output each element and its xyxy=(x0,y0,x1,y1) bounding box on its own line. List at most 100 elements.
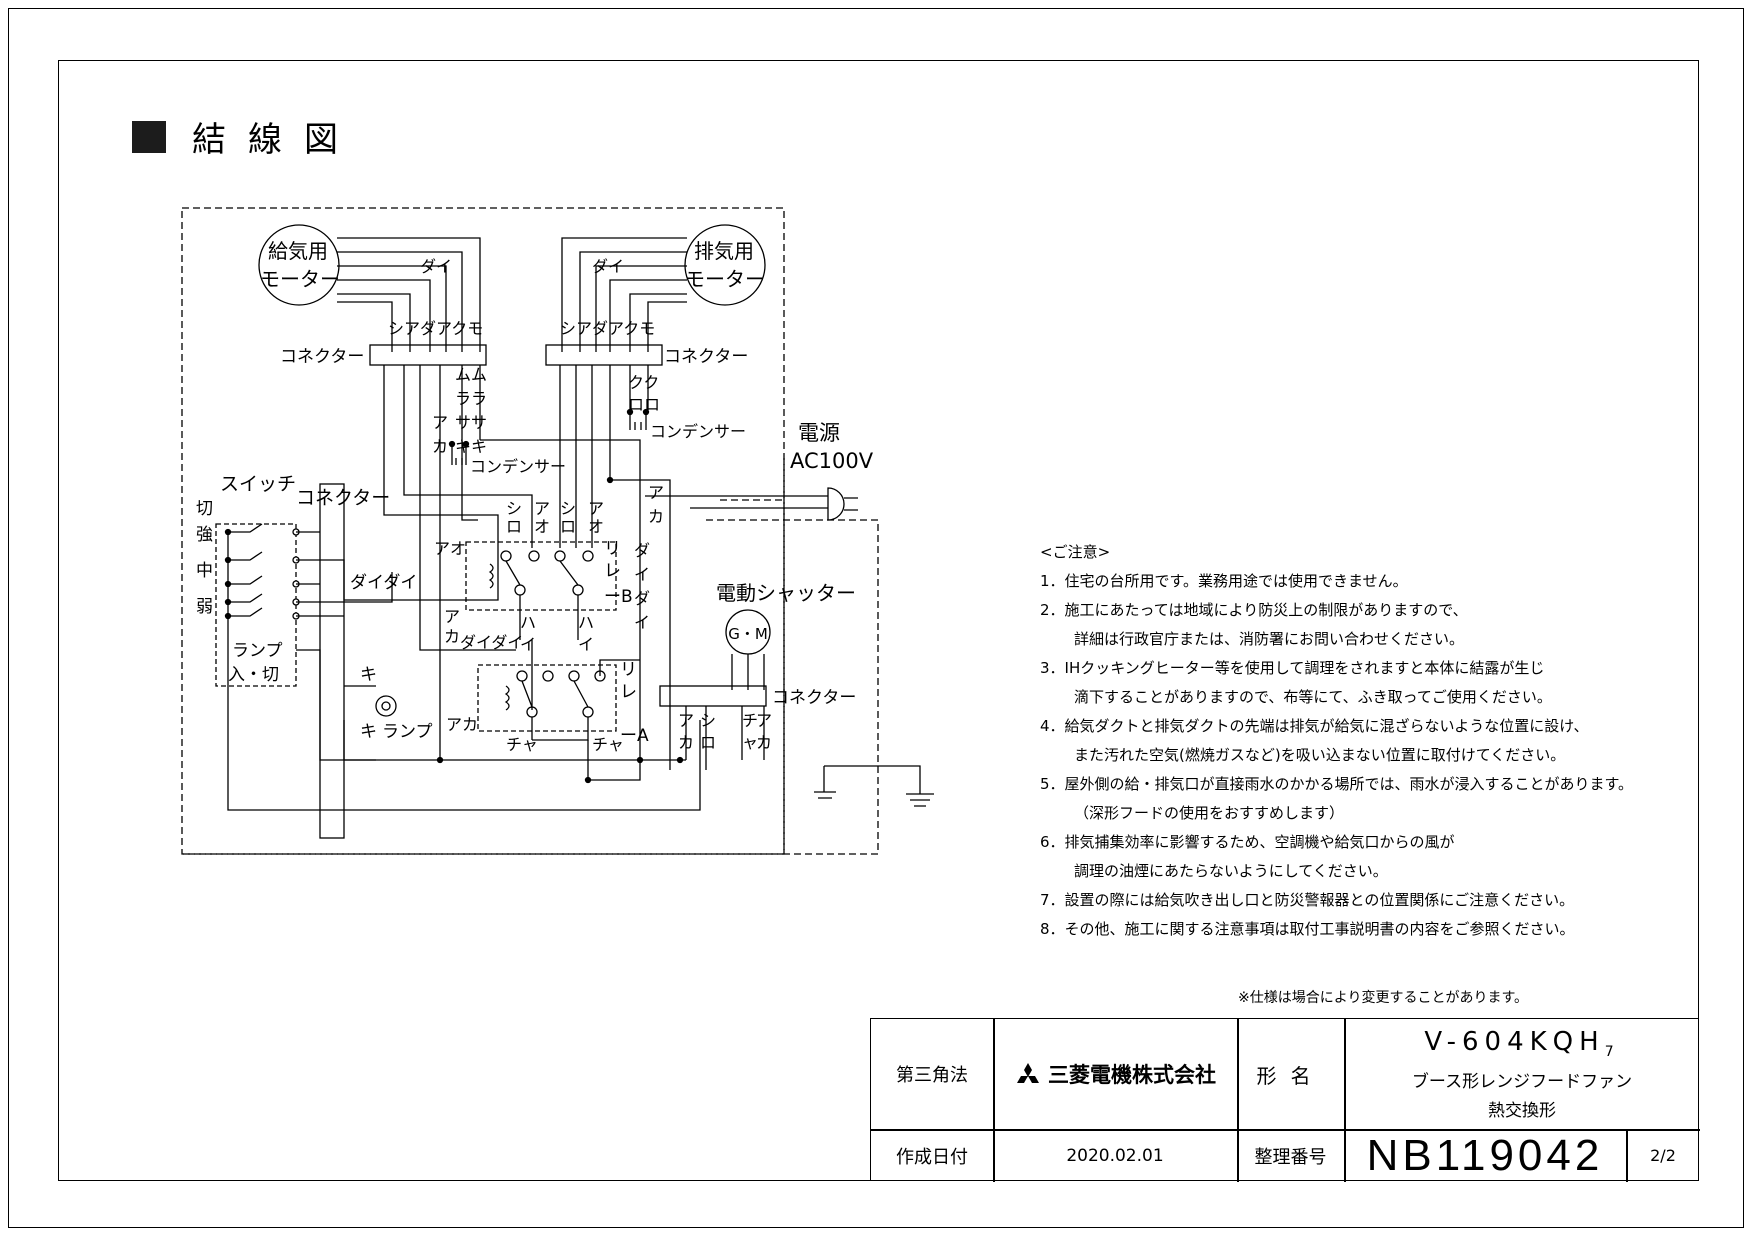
relay-b-label: リ xyxy=(604,539,621,559)
model-label: 形名 xyxy=(1256,1063,1325,1088)
relay-b-label-3: ーB xyxy=(604,587,633,607)
title-block: 第三角法 三菱電機株式会社 形名 V-604KQH7 ブース形レンジフードファン… xyxy=(870,1018,1700,1182)
cha-shutter-4: カ xyxy=(756,733,772,752)
ao-4: オ xyxy=(588,517,604,536)
exhaust-connector xyxy=(545,344,663,366)
note-item: 詳細は行政官庁または、消防署にお問い合わせください。 xyxy=(1074,630,1465,648)
aka-vertical-1: ア xyxy=(648,483,664,502)
exhaust-connector-label: コネクター xyxy=(664,347,748,367)
switch-weak: 弱 xyxy=(196,597,213,617)
lamp-icon xyxy=(375,695,397,717)
lamp-switch-label-2: 入・切 xyxy=(228,665,279,685)
outer-frame xyxy=(8,8,1744,1228)
relay-a-label-2: レ xyxy=(620,682,637,702)
spec-note: ※仕様は場合により変更することがあります。 xyxy=(1238,990,1529,1006)
supply-motor-label-2: モーター xyxy=(260,267,340,291)
exhaust-wire-dai: ダイ xyxy=(592,257,624,276)
relay-a-label-3: ーA xyxy=(620,726,649,746)
power-plug-icon xyxy=(827,487,845,521)
aka-relay-2: カ xyxy=(444,627,460,646)
aka-vertical-2: カ xyxy=(648,507,664,526)
unit-boundary xyxy=(181,207,785,855)
ao-3: ア xyxy=(588,499,604,518)
ao-left: アオ xyxy=(434,539,466,558)
supply-capacitor xyxy=(451,444,467,465)
hai-4: イ xyxy=(578,635,594,654)
shutter-wires xyxy=(685,706,765,770)
notes-heading: <ご注意> xyxy=(1040,543,1111,561)
model-info: V-604KQH7 ブース形レンジフードファン 熱交換形 xyxy=(1344,1019,1700,1129)
relay-a-coil xyxy=(504,685,510,711)
switch-off: 切 xyxy=(196,499,213,519)
shiro-shutter-1: シ xyxy=(700,711,716,730)
power-label-2: AC100V xyxy=(790,449,874,473)
section-title: 結線図 xyxy=(192,120,360,160)
relay-wiring xyxy=(439,439,641,781)
daidai-right-1: ダ xyxy=(634,541,650,560)
created-date: 2020.02.01 xyxy=(1066,1145,1164,1166)
aka-relay-a: アカ xyxy=(446,715,478,734)
shiro-1: シ xyxy=(506,499,522,518)
exhaust-motor-label-1: 排気用 xyxy=(694,239,754,263)
hai-3: ハ xyxy=(578,613,594,632)
exhaust-motor-leads xyxy=(561,237,687,352)
supply-connector-label: コネクター xyxy=(280,347,364,367)
mura-label-4: キキ xyxy=(455,437,487,456)
note-item: 6．排気捕集効率に影響するため、空調機や給気口からの風が xyxy=(1040,833,1455,851)
power-boundary xyxy=(182,458,785,855)
plug-pins xyxy=(844,497,858,511)
aka-label-supply: ア xyxy=(432,413,448,432)
kuro-label-2: ロロ xyxy=(628,395,660,414)
shutter-label: 電動シャッター xyxy=(716,581,856,605)
mura-label-2: ララ xyxy=(455,389,487,408)
note-item: （深形フードの使用をおすすめします） xyxy=(1074,804,1345,822)
relay-a-contacts xyxy=(504,670,606,741)
cha-shutter-2: ャ xyxy=(742,733,758,752)
lamp-switch-label-1: ランプ xyxy=(232,641,283,661)
switch-contacts xyxy=(224,523,300,620)
daidai-right-2: イ xyxy=(634,565,650,584)
cha-1: チャ xyxy=(506,735,538,754)
model-number-row: V-604KQH7 xyxy=(1424,1027,1619,1060)
relay-a-box xyxy=(477,664,617,732)
cha-2: チャ xyxy=(592,735,624,754)
supply-connector xyxy=(369,344,487,366)
ao-2: オ xyxy=(534,517,550,536)
exhaust-motor-label-2: モーター xyxy=(685,267,765,291)
notes-block: <ご注意> 1．住宅の台所用です。業務用途では使用できません。 2．施工にあたっ… xyxy=(1040,538,1633,944)
relay-b-contacts xyxy=(488,550,594,640)
note-item: 滴下することがありますので、布等にて、ふき取ってご使用ください。 xyxy=(1074,688,1552,706)
relay-b-coil xyxy=(488,563,494,589)
aka-label-supply-2: カ xyxy=(432,437,448,456)
date-label: 作成日付 xyxy=(896,1146,968,1168)
shutter-connector xyxy=(659,685,767,707)
daidai-relay: ダイダイ xyxy=(460,633,523,652)
shiro-2: ロ xyxy=(506,517,522,536)
exhaust-capacitor xyxy=(629,412,647,430)
note-item: 5．屋外側の給・排気口が直接雨水のかかる場所では、雨水が浸入することがあります。 xyxy=(1040,775,1634,793)
power-label-1: 電源 xyxy=(798,421,840,445)
exhaust-condenser-label: コンデンサー xyxy=(650,422,746,441)
company-name: 三菱電機株式会社 xyxy=(1048,1063,1216,1087)
hai-1: ハ xyxy=(520,613,536,632)
relay-b-label-2: レ xyxy=(604,561,621,581)
relay-a-label: リ xyxy=(620,660,637,680)
shiro-3: シ xyxy=(560,499,576,518)
aka-relay-1: ア xyxy=(444,607,460,626)
mura-label-1: ムム xyxy=(455,365,487,384)
note-item: 3．IHクッキングヒーター等を使用して調理をされますと本体に結露が生じ xyxy=(1040,659,1545,677)
note-item: 2．施工にあたっては地域により防災上の制限がありますので、 xyxy=(1040,601,1468,619)
junction xyxy=(606,476,614,484)
switch-medium: 中 xyxy=(196,561,213,581)
supply-condenser-label: コンデンサー xyxy=(470,457,566,476)
daidai-right-4: イ xyxy=(634,613,650,632)
doc-number-label: 整理番号 xyxy=(1254,1146,1327,1168)
three-diamonds-icon xyxy=(1017,1063,1039,1083)
lamp-label: ランプ xyxy=(382,722,433,742)
exhaust-wire-names: シアダアクモ xyxy=(560,319,655,338)
shutter-connector-label: コネクター xyxy=(772,688,856,708)
page-number: 2/2 xyxy=(1650,1146,1676,1165)
note-item: 4．給気ダクトと排気ダクトの先端は排気が給気に混ざらないような位置に設け、 xyxy=(1040,717,1589,735)
ao-1: ア xyxy=(534,499,550,518)
